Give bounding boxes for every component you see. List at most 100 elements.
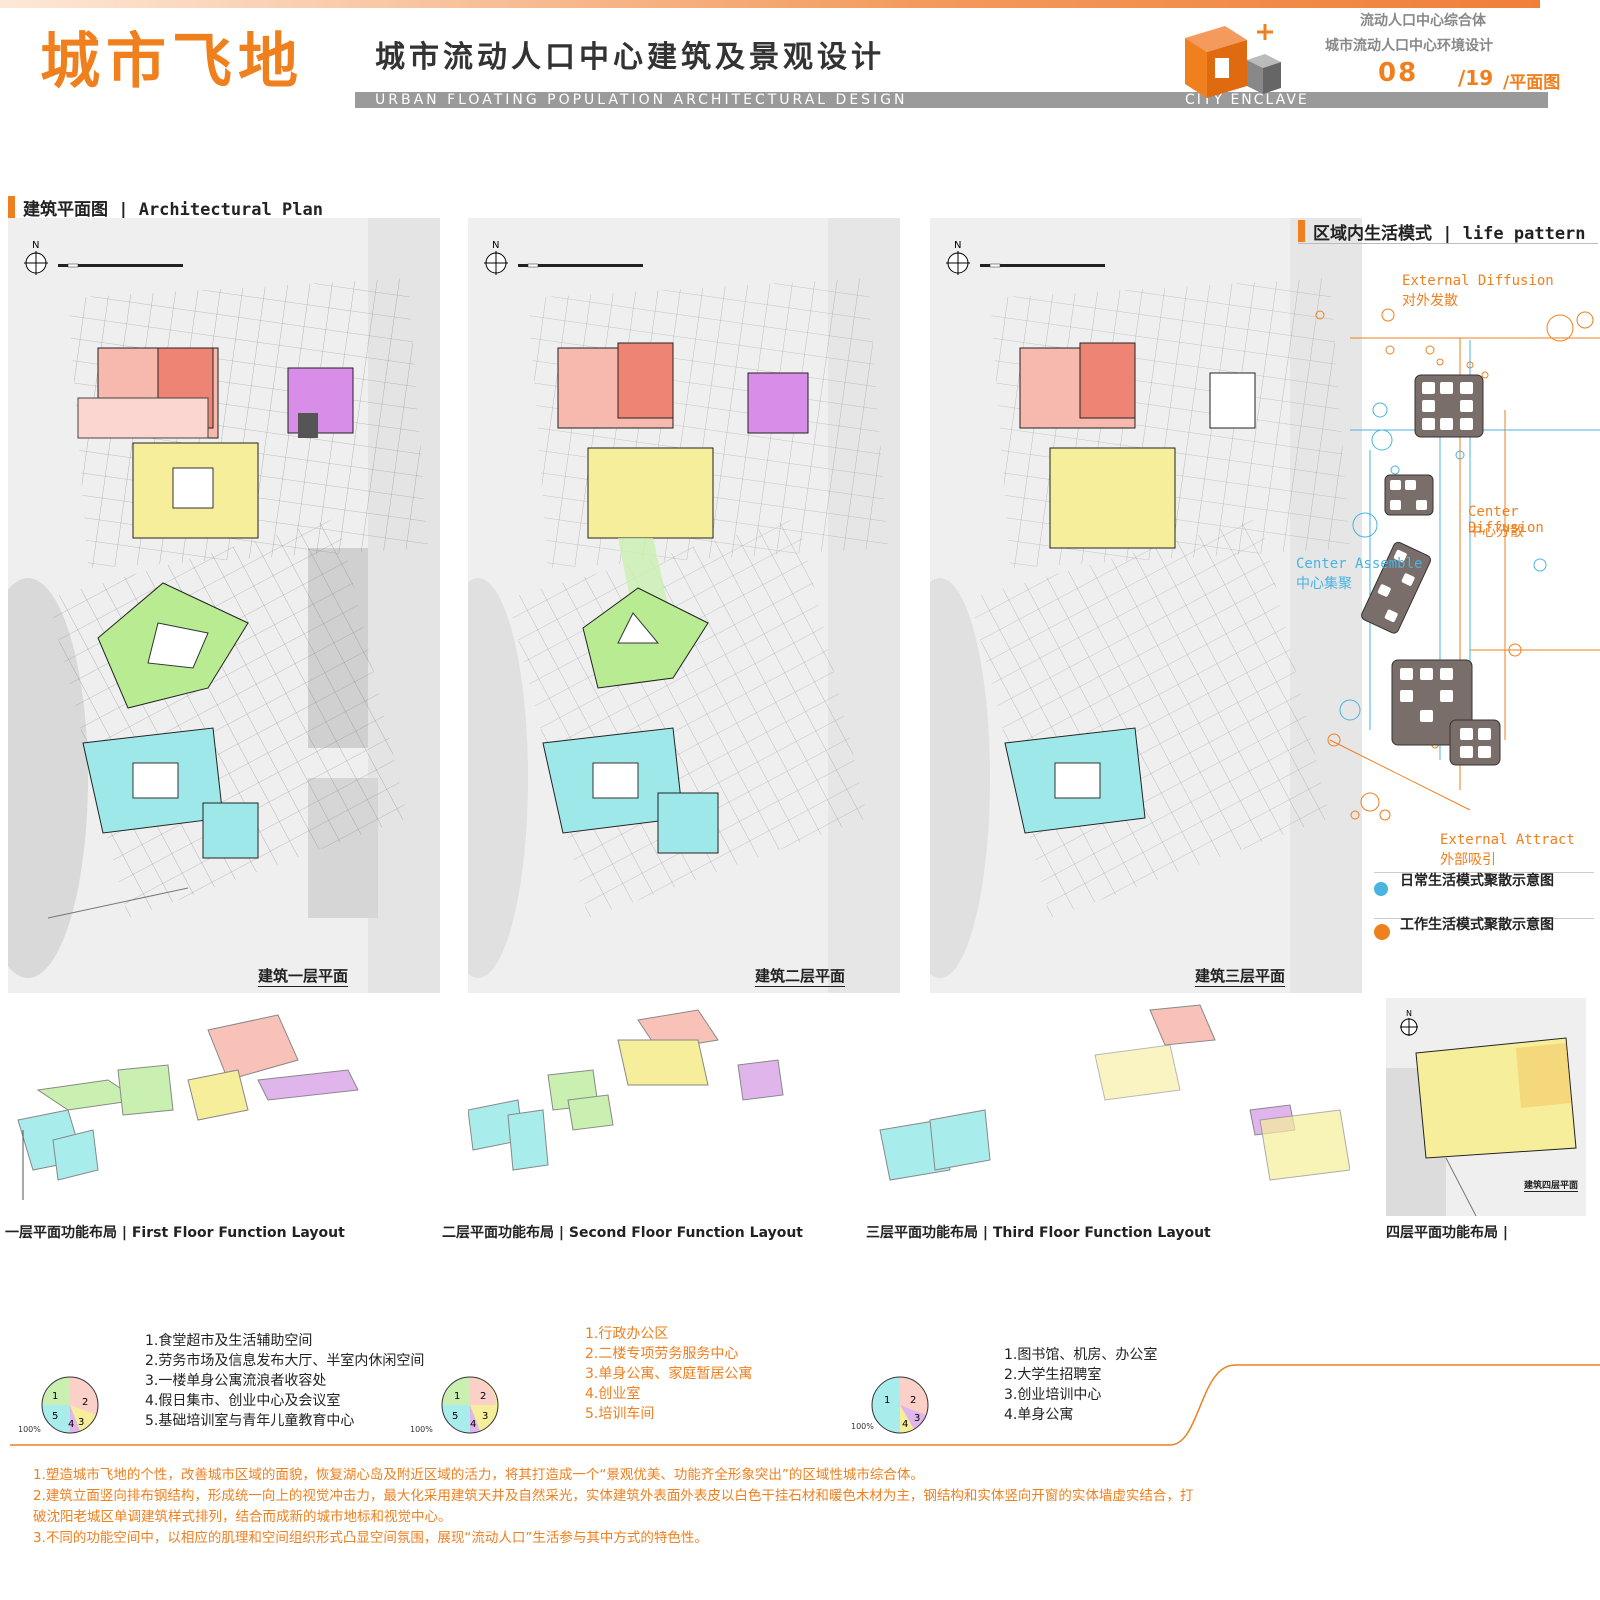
svg-text:1: 1 bbox=[52, 1391, 58, 1402]
legend-1-item: 2.劳务市场及信息发布大厅、半室内休闲空间 bbox=[145, 1353, 425, 1369]
center-diffusion-cn: 中心分散 bbox=[1468, 524, 1524, 540]
cube-logo-icon bbox=[1185, 24, 1281, 98]
note-line: 2.建筑立面竖向排布钢结构，形成统一向上的视觉冲击力，最大化采用建筑天井及自然采… bbox=[33, 1488, 1194, 1504]
external-diffusion-en: External Diffusion bbox=[1402, 273, 1554, 289]
scale-bar bbox=[980, 256, 1110, 282]
function-box-3 bbox=[1361, 541, 1431, 634]
legend-2-item: 3.单身公寓、家庭暂居公寓 bbox=[585, 1366, 753, 1382]
svg-text:3: 3 bbox=[78, 1417, 84, 1428]
floor-plan-1-label: 建筑一层平面 bbox=[258, 967, 349, 987]
legend-3-item: 2.大学生招聘室 bbox=[1004, 1367, 1102, 1383]
center-assemble-cn: 中心集聚 bbox=[1296, 576, 1352, 592]
svg-text:4: 4 bbox=[470, 1419, 476, 1430]
legend-2-item: 1.行政办公区 bbox=[585, 1326, 669, 1342]
function-layout-3-drawing bbox=[870, 1000, 1351, 1214]
legend-1-item: 3.一楼单身公寓流浪者收容处 bbox=[145, 1373, 327, 1389]
svg-text:4: 4 bbox=[902, 1419, 908, 1430]
center-assemble-en: Center Assemble bbox=[1296, 556, 1423, 572]
legend-1-item: 1.食堂超市及生活辅助空间 bbox=[145, 1333, 313, 1349]
section-marker bbox=[8, 196, 15, 218]
floor-plan-4 bbox=[1386, 998, 1586, 1217]
divider bbox=[1374, 872, 1594, 873]
legend-band bbox=[0, 1355, 1600, 1447]
header-subtitle-1: 流动人口中心综合体 bbox=[1360, 13, 1486, 29]
legend-2-item: 4.创业室 bbox=[585, 1386, 641, 1402]
life-pattern-drawing bbox=[1315, 308, 1600, 821]
svg-text:1: 1 bbox=[884, 1395, 890, 1406]
page-number: 08 bbox=[1378, 58, 1419, 88]
page-title: 城市流动人口中心建筑及景观设计 bbox=[375, 40, 885, 75]
daily-legend-dot bbox=[1374, 882, 1388, 896]
svg-text:N: N bbox=[954, 240, 961, 251]
legend-daily: 日常生活模式聚散示意图 bbox=[1400, 873, 1554, 889]
svg-text:3: 3 bbox=[482, 1411, 488, 1422]
divider bbox=[1298, 243, 1598, 244]
legend-3-pie: 1 2 4 3 bbox=[870, 1375, 930, 1439]
function-layout-4-label: 四层平面功能布局 | bbox=[1386, 1225, 1508, 1241]
page-section-label: /平面图 bbox=[1503, 73, 1561, 93]
legend-3-percent: 100% bbox=[851, 1422, 874, 1431]
svg-text:4: 4 bbox=[68, 1419, 74, 1430]
svg-text:N: N bbox=[492, 240, 499, 251]
svg-text:5: 5 bbox=[52, 1411, 58, 1422]
legend-2-item: 2.二楼专项劳务服务中心 bbox=[585, 1346, 739, 1362]
external-attract-en: External Attract bbox=[1440, 832, 1575, 848]
function-box-2 bbox=[1384, 474, 1434, 516]
legend-2-item: 5.培训车间 bbox=[585, 1406, 655, 1422]
floor-plan-1-drawing bbox=[8, 218, 440, 993]
function-layout-1-label: 一层平面功能布局 | First Floor Function Layout bbox=[5, 1225, 345, 1241]
life-pattern-header: 区域内生活模式 | life pattern bbox=[1298, 219, 1586, 244]
legend-1-item: 4.假日集市、创业中心及会议室 bbox=[145, 1393, 341, 1409]
legend-1-item: 5.基础培训室与青年儿童教育中心 bbox=[145, 1413, 355, 1429]
legend-3-item: 4.单身公寓 bbox=[1004, 1407, 1074, 1423]
external-diffusion-cn: 对外发散 bbox=[1402, 293, 1458, 309]
page-total: /19 bbox=[1458, 66, 1494, 90]
north-arrow-icon: N bbox=[482, 238, 512, 282]
note-line: 3.不同的功能空间中，以相应的肌理和空间组织形式凸显空间氛围，展现“流动人口”生… bbox=[33, 1530, 708, 1546]
north-arrow-icon: N bbox=[1398, 1008, 1422, 1042]
legend-3-item: 1.图书馆、机房、办公室 bbox=[1004, 1347, 1158, 1363]
floor-plan-4-label: 建筑四层平面 bbox=[1524, 1178, 1579, 1192]
floor-plan-3-label: 建筑三层平面 bbox=[1195, 967, 1286, 987]
page-title-english: URBAN FLOATING POPULATION ARCHITECTURAL … bbox=[375, 92, 908, 108]
svg-text:2: 2 bbox=[82, 1397, 88, 1408]
brand-english: CITY ENCLAVE bbox=[1185, 92, 1309, 108]
svg-text:5: 5 bbox=[452, 1411, 458, 1422]
legend-1-percent: 100% bbox=[18, 1425, 41, 1434]
life-pattern-title: 区域内生活模式 | life pattern bbox=[1313, 223, 1586, 244]
legend-1-list: 1.食堂超市及生活辅助空间 2.劳务市场及信息发布大厅、半室内休闲空间 3.一楼… bbox=[145, 1331, 424, 1431]
floor-plan-2-drawing bbox=[468, 218, 900, 993]
function-layout-2-drawing bbox=[467, 1000, 898, 1214]
header-gray-band bbox=[355, 92, 1548, 108]
legend-2-percent: 100% bbox=[410, 1425, 433, 1434]
north-arrow-icon: N bbox=[944, 238, 974, 282]
plan-section-title: 建筑平面图 | Architectural Plan bbox=[23, 199, 323, 220]
function-box-4 bbox=[1391, 659, 1501, 766]
note-line: 1.塑造城市飞地的个性，改善城市区域的面貌，恢复湖心岛及附近区域的活力，将其打造… bbox=[33, 1467, 924, 1483]
floor-plan-3-drawing bbox=[930, 218, 1362, 993]
floor-plan-3 bbox=[930, 218, 1362, 993]
work-legend-dot bbox=[1374, 924, 1390, 940]
legend-3-list: 1.图书馆、机房、办公室 2.大学生招聘室 3.创业培训中心 4.单身公寓 bbox=[1004, 1345, 1157, 1425]
floor-plan-2-label: 建筑二层平面 bbox=[755, 967, 846, 987]
svg-text:1: 1 bbox=[454, 1391, 460, 1402]
scale-bar bbox=[58, 256, 188, 282]
scale-bar bbox=[518, 256, 648, 282]
note-line: 破沈阳老城区单调建筑样式排列，结合而成新的城市地标和视觉中心。 bbox=[33, 1509, 452, 1525]
svg-text:2: 2 bbox=[480, 1391, 486, 1402]
center-diffusion-en: Center Diffusion bbox=[1468, 504, 1544, 536]
svg-text:2: 2 bbox=[910, 1395, 916, 1406]
design-notes: 1.塑造城市飞地的个性，改善城市区域的面貌，恢复湖心岛及附近区域的活力，将其打造… bbox=[33, 1465, 1563, 1549]
logo-text: 城市飞地 bbox=[40, 27, 304, 97]
life-pattern-diagram bbox=[1310, 290, 1600, 854]
legend-3-item: 3.创业培训中心 bbox=[1004, 1387, 1102, 1403]
function-layout-3-label: 三层平面功能布局 | Third Floor Function Layout bbox=[866, 1225, 1211, 1241]
legend-work: 工作生活模式聚散示意图 bbox=[1400, 917, 1554, 933]
north-arrow-icon: N bbox=[22, 238, 52, 282]
svg-text:3: 3 bbox=[914, 1413, 920, 1424]
function-layout-1-drawing bbox=[8, 1000, 438, 1214]
floor-plan-4-drawing bbox=[1386, 1037, 1577, 1217]
function-layout-2-label: 二层平面功能布局 | Second Floor Function Layout bbox=[442, 1225, 803, 1241]
header-accent-bar bbox=[0, 0, 1540, 8]
plan-section-header: 建筑平面图 | Architectural Plan bbox=[8, 195, 323, 220]
